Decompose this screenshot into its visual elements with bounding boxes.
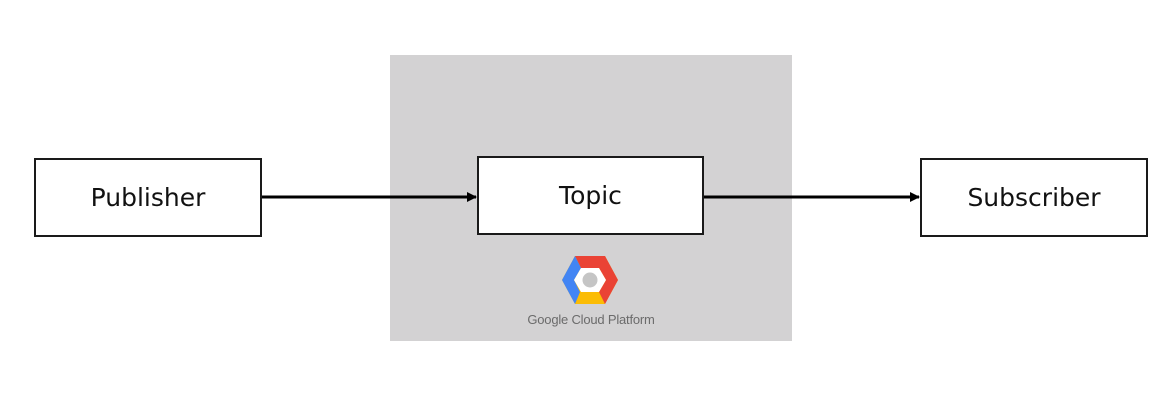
subscriber-label: Subscriber <box>967 183 1101 212</box>
gcp-logo-label: Google Cloud Platform <box>527 312 655 327</box>
topic-label: Topic <box>559 181 622 210</box>
topic-node: Topic <box>477 156 704 235</box>
subscriber-node: Subscriber <box>920 158 1148 237</box>
google-cloud-platform-logo-icon <box>562 256 618 304</box>
publisher-label: Publisher <box>90 183 206 212</box>
publisher-node: Publisher <box>34 158 262 237</box>
